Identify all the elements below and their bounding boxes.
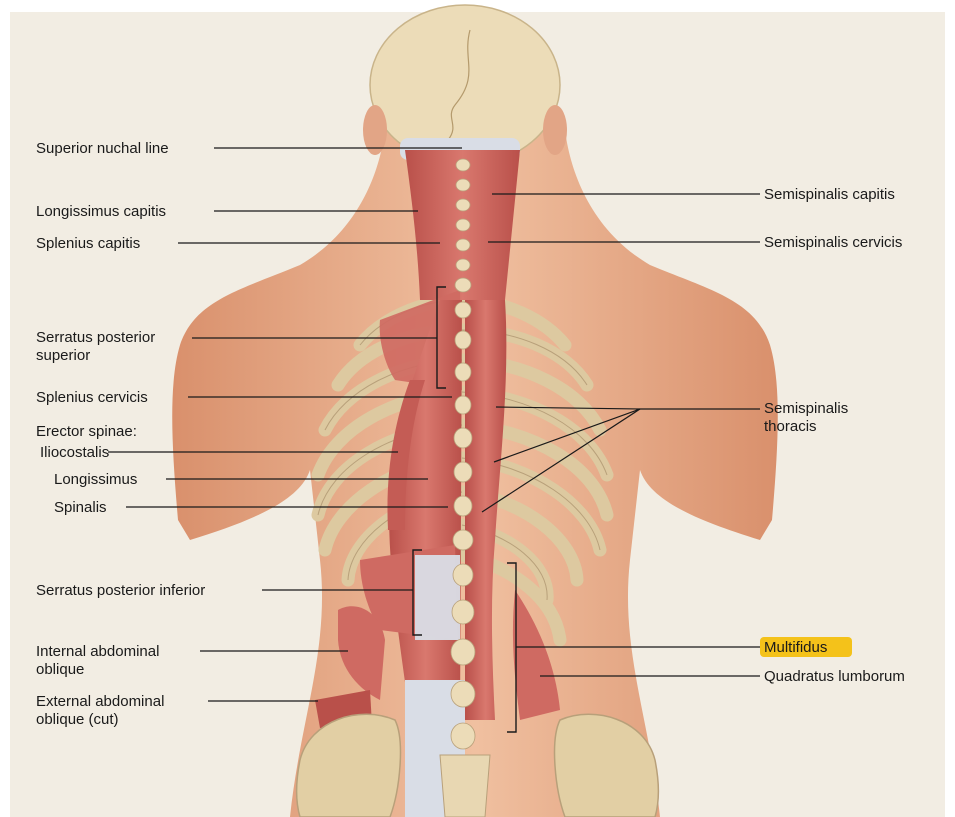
label-external-abdominal-oblique-line2: oblique (cut) bbox=[36, 711, 119, 728]
label-semispinalis-capitis: Semispinalis capitis bbox=[764, 186, 895, 203]
label-longissimus: Longissimus bbox=[54, 471, 137, 488]
label-serratus-posterior-inferior: Serratus posterior inferior bbox=[36, 582, 205, 599]
label-internal-abdominal-oblique-line1: Internal abdominal bbox=[36, 643, 159, 660]
label-semispinalis-cervicis: Semispinalis cervicis bbox=[764, 234, 902, 251]
label-splenius-capitis: Splenius capitis bbox=[36, 235, 140, 252]
label-spinalis: Spinalis bbox=[54, 499, 107, 516]
label-longissimus-capitis: Longissimus capitis bbox=[36, 203, 166, 220]
label-multifidus: Multifidus bbox=[764, 639, 827, 656]
label-external-abdominal-oblique-line1: External abdominal bbox=[36, 693, 164, 710]
label-serratus-posterior-superior-line2: superior bbox=[36, 347, 90, 364]
label-splenius-cervicis: Splenius cervicis bbox=[36, 389, 148, 406]
thoracolumbar-fascia bbox=[415, 555, 460, 640]
label-iliocostalis: Iliocostalis bbox=[40, 444, 109, 461]
label-serratus-posterior-superior-line1: Serratus posterior bbox=[36, 329, 155, 346]
label-internal-abdominal-oblique-line2: oblique bbox=[36, 661, 84, 678]
label-quadratus-lumborum: Quadratus lumborum bbox=[764, 668, 905, 685]
label-superior-nuchal-line: Superior nuchal line bbox=[36, 140, 169, 157]
sacrum bbox=[440, 755, 490, 817]
label-semispinalis-thoracis-line1: Semispinalis bbox=[764, 400, 848, 417]
label-erector-spinae: Erector spinae: bbox=[36, 423, 137, 440]
label-semispinalis-thoracis-line2: thoracis bbox=[764, 418, 817, 435]
right-ear bbox=[543, 105, 567, 155]
